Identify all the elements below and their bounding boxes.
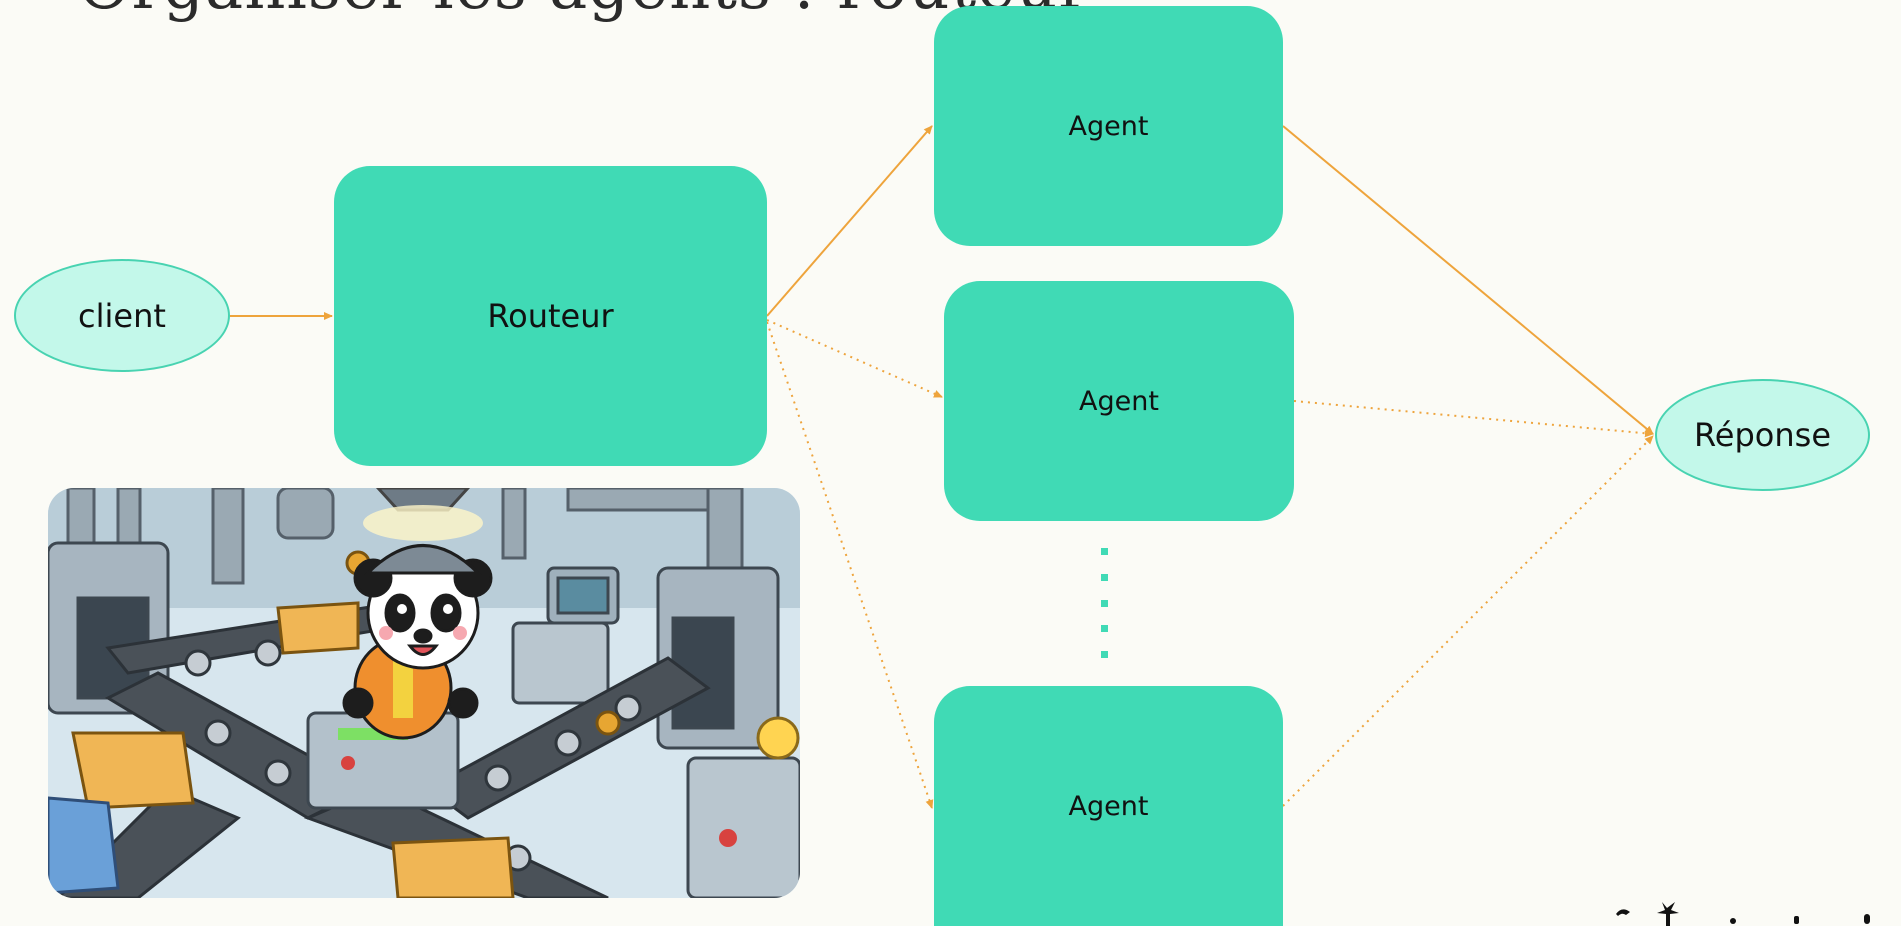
edge-router-agent3 bbox=[766, 321, 934, 809]
logo-mark bbox=[1616, 902, 1870, 926]
router-label: Routeur bbox=[487, 297, 614, 335]
edge-router-agent1 bbox=[766, 125, 933, 317]
factory-panda-illustration bbox=[48, 488, 800, 898]
agent-node-1: Agent bbox=[934, 6, 1283, 246]
agent-2-label: Agent bbox=[1079, 385, 1159, 417]
agent-node-3: Agent bbox=[934, 686, 1283, 926]
client-label: client bbox=[78, 296, 166, 335]
client-node: client bbox=[14, 259, 230, 372]
response-label: Réponse bbox=[1693, 416, 1831, 454]
edge-router-agent2 bbox=[766, 319, 943, 398]
slide-title: Organiser les agents : routeur bbox=[78, 0, 1090, 24]
agent-node-2: Agent bbox=[944, 281, 1294, 521]
response-node: Réponse bbox=[1655, 379, 1870, 491]
agent-1-label: Agent bbox=[1068, 110, 1149, 142]
agent-3-label: Agent bbox=[1068, 790, 1149, 822]
router-node: Routeur bbox=[334, 166, 767, 466]
edge-agent2-response bbox=[1293, 400, 1654, 438]
agents-ellipsis bbox=[1100, 548, 1108, 658]
edge-agent3-response bbox=[1282, 435, 1654, 807]
edge-agent1-response bbox=[1282, 125, 1654, 435]
